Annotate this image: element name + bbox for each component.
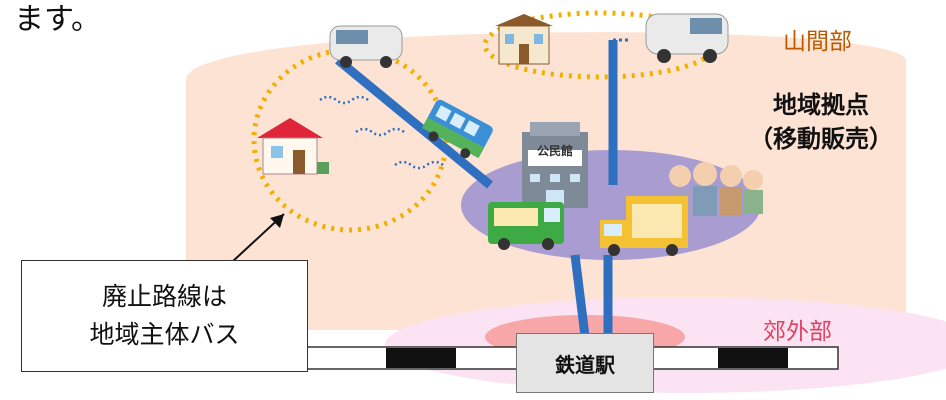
- route-south-1: [570, 254, 590, 337]
- railway-segment-1: [386, 348, 456, 368]
- suburb-region-label: 郊外部: [763, 319, 832, 345]
- callout-line2: 地域主体バス: [89, 320, 240, 349]
- green-food-truck-icon: [488, 202, 564, 250]
- van-west-icon: [329, 25, 403, 68]
- route-west: [335, 56, 493, 189]
- van-north-icon: [645, 13, 729, 63]
- yellow-food-truck-icon: [600, 196, 688, 256]
- house-north-icon: [495, 14, 553, 65]
- station-box: 鉄道駅: [516, 333, 654, 393]
- station-label: 鉄道駅: [555, 352, 615, 377]
- callout-arrowhead: [270, 214, 284, 228]
- mountain-region-label: 山間部: [783, 29, 852, 55]
- dotted-wave-2: [355, 127, 405, 137]
- railway-segment-2: [718, 348, 788, 368]
- house-west-icon: [257, 118, 329, 175]
- community-hall-icon: [522, 122, 588, 208]
- hub-label: 地域拠点 （移動販売）: [736, 88, 906, 156]
- community-hall-sign: 公民館: [537, 143, 573, 158]
- intro-text: ます。: [14, 2, 101, 37]
- callout-line1: 廃止路線は: [101, 282, 227, 311]
- callout-box: 廃止路線は 地域主体バス: [21, 260, 308, 372]
- hub-label-line2: （移動販売）: [749, 125, 893, 153]
- hub-label-line1: 地域拠点: [773, 91, 869, 119]
- dotted-wave-3: [394, 160, 444, 170]
- bus-icon: [422, 99, 493, 159]
- dotted-wave-1: [319, 95, 369, 105]
